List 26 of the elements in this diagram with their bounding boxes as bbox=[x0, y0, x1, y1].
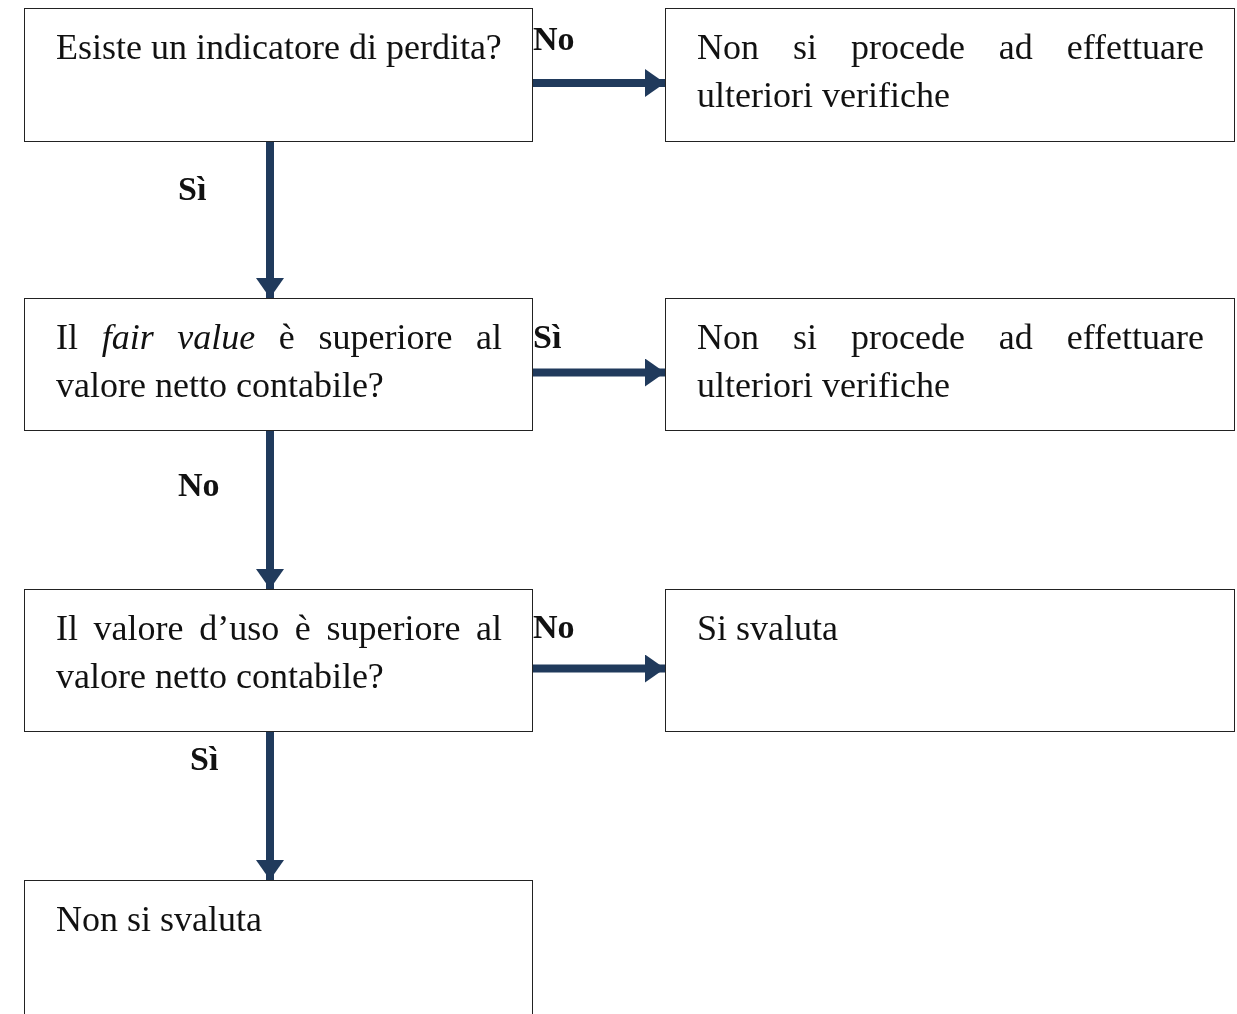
arrow bbox=[533, 654, 665, 683]
edge-label: Sì bbox=[178, 172, 207, 206]
edge-label: No bbox=[533, 610, 575, 644]
box-text: Non si procede ad effettuare ulteriori verifiche bbox=[697, 26, 1204, 117]
arrow bbox=[256, 142, 284, 298]
arrow bbox=[533, 69, 665, 97]
process-box bbox=[665, 298, 1235, 431]
edge-label: Sì bbox=[190, 742, 219, 776]
box-text: Non si procede ad effettuare ulteriori verifiche bbox=[697, 316, 1204, 407]
arrow bbox=[256, 732, 284, 880]
process-box bbox=[24, 880, 533, 1014]
arrow bbox=[256, 431, 284, 589]
process-box bbox=[24, 589, 533, 732]
box-text: Esiste un indicatore di perdita? bbox=[56, 26, 502, 69]
box-text: Si svaluta bbox=[697, 607, 839, 650]
edge-label: Sì bbox=[533, 320, 562, 354]
arrow bbox=[533, 358, 665, 387]
process-box bbox=[24, 298, 533, 431]
edge-label: No bbox=[178, 468, 220, 502]
process-box bbox=[24, 8, 533, 142]
box-text: Il fair value è superiore al valore netto contabile? bbox=[56, 316, 502, 407]
process-box bbox=[665, 8, 1235, 142]
box-text: Non si svaluta bbox=[56, 898, 263, 941]
process-box bbox=[665, 589, 1235, 732]
edge-label: No bbox=[533, 22, 575, 56]
box-text: Il valore d’uso è superiore al valore netto contabile? bbox=[56, 607, 502, 698]
